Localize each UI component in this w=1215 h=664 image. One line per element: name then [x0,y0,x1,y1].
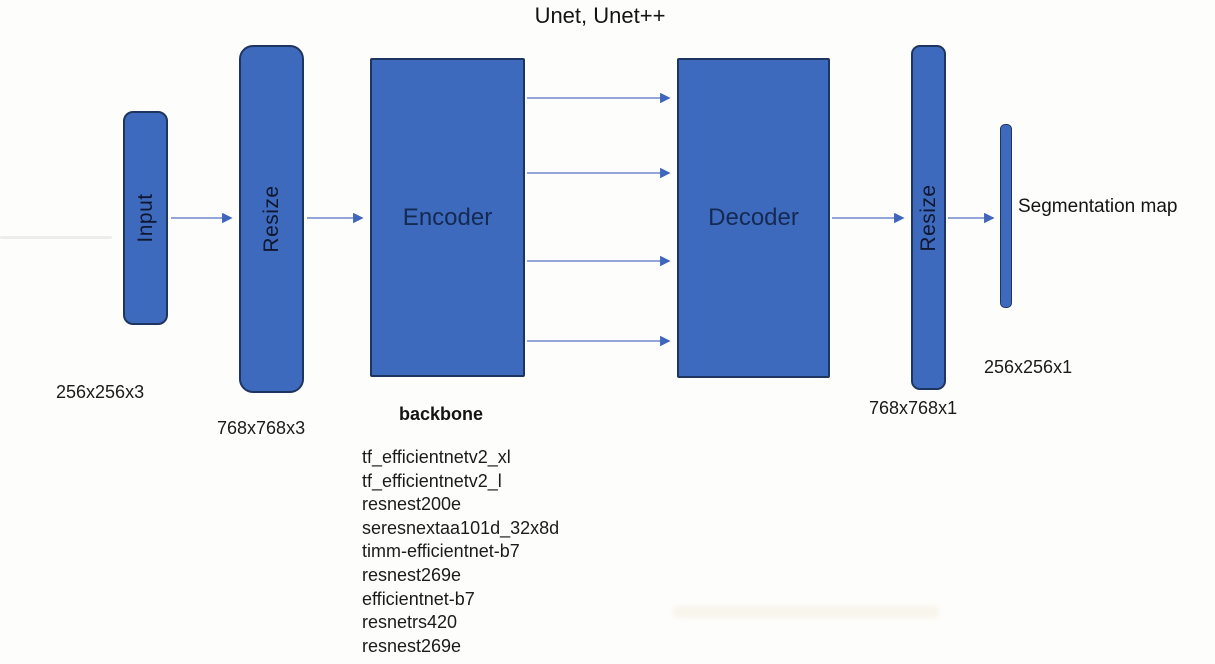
backbone-heading: backbone [399,404,484,424]
backbone-item: efficientnet-b7 [362,588,475,609]
segmentation-map-node [1000,124,1012,308]
compression-artifact [0,236,112,239]
resize-input-node: Resize [239,45,304,393]
segmentation-map-dims-label: 256x256x1 [984,357,1073,377]
resize-output-node-label: Resize [916,183,940,252]
encoder-node-label: Encoder [402,203,493,231]
decoder-node: Decoder [677,58,830,378]
input-node-label: Input [133,193,157,243]
resize-input-node-label: Resize [259,185,283,253]
decoder-node-label: Decoder [708,204,799,231]
resize-output-node: Resize [911,45,946,390]
backbone-item: tf_efficientnetv2_xl [362,447,511,467]
compression-artifact [672,605,940,619]
backbone-item: resnest200e [362,494,462,515]
backbone-item: timm-efficientnet-b7 [362,541,520,562]
backbone-item: seresnextaa101d_32x8d [362,517,560,538]
diagram-title: Unet, Unet++ [534,3,666,28]
backbone-item: resnest269e [362,564,462,585]
resize-output-dims-label: 768x768x1 [869,398,958,418]
input-dims-label: 256x256x3 [56,382,145,402]
encoder-node: Encoder [370,58,525,377]
resize-input-dims-label: 768x768x3 [217,418,306,438]
input-node: Input [123,111,168,325]
backbone-item: resnetrs420 [362,612,458,633]
segmentation-map-label: Segmentation map [1018,196,1178,217]
backbone-item: resnest269e [362,635,462,656]
backbone-item: tf_efficientnetv2_l [362,470,502,491]
